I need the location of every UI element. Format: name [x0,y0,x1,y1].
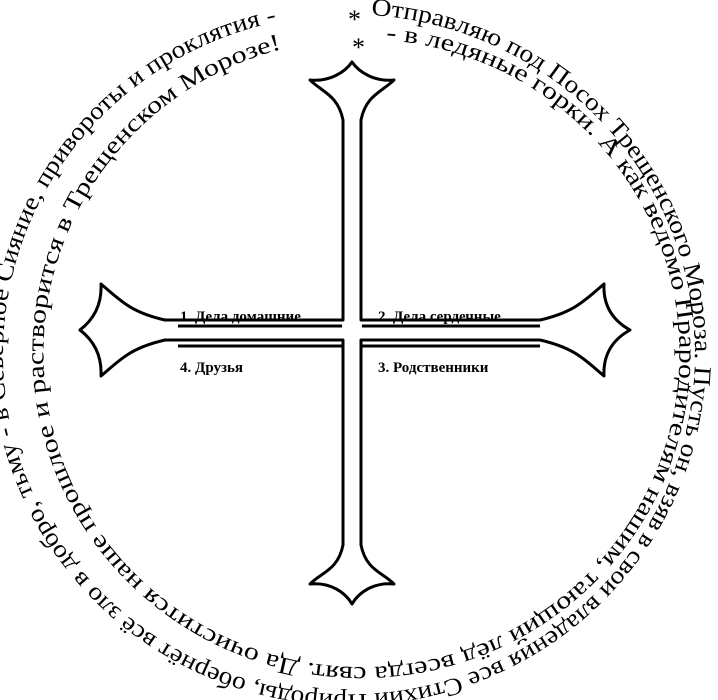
quadrant-label-2: 2. Дела сердечные [378,309,501,325]
quadrant-label-1: 1. Дела домашние [180,309,301,325]
cross-shape [78,60,632,606]
star-marker-top: * [348,5,361,34]
quadrant-label-3: 3. Родственники [378,360,489,376]
star-marker-inner: * [352,33,365,62]
quadrant-label-4: 4. Друзья [180,360,243,376]
